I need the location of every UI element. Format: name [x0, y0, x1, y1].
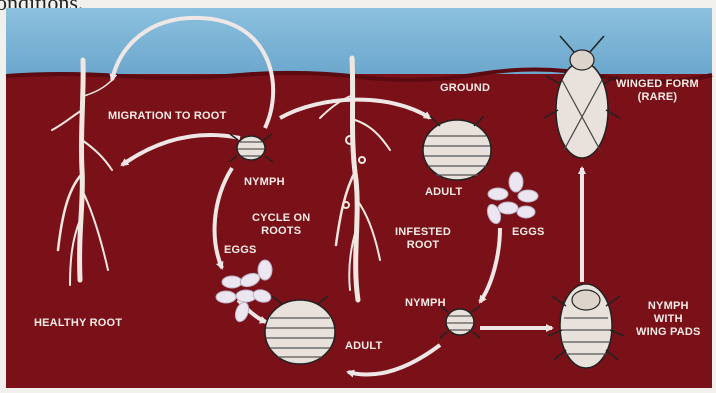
label-adult-right: ADULT	[425, 186, 462, 199]
label-healthy-root: HEALTHY ROOT	[34, 317, 122, 330]
label-eggs-right: EGGS	[512, 226, 545, 239]
label-infested-root: INFESTED ROOT	[395, 226, 451, 252]
label-ground: GROUND	[440, 82, 490, 95]
sky-band	[6, 8, 712, 78]
label-adult-bottom: ADULT	[345, 340, 382, 353]
label-nymph-top: NYMPH	[244, 176, 285, 189]
label-cycle-on-roots: CYCLE ON ROOTS	[252, 212, 310, 238]
label-nymph-wing-pads: NYMPH WITH WING PADS	[636, 300, 701, 339]
label-winged-form: WINGED FORM (RARE)	[616, 78, 699, 104]
label-nymph-bottom: NYMPH	[405, 297, 446, 310]
nymph-bottom-insect	[440, 306, 480, 338]
label-migration-to-root: MIGRATION TO ROOT	[108, 110, 227, 123]
label-eggs-left: EGGS	[224, 244, 257, 257]
